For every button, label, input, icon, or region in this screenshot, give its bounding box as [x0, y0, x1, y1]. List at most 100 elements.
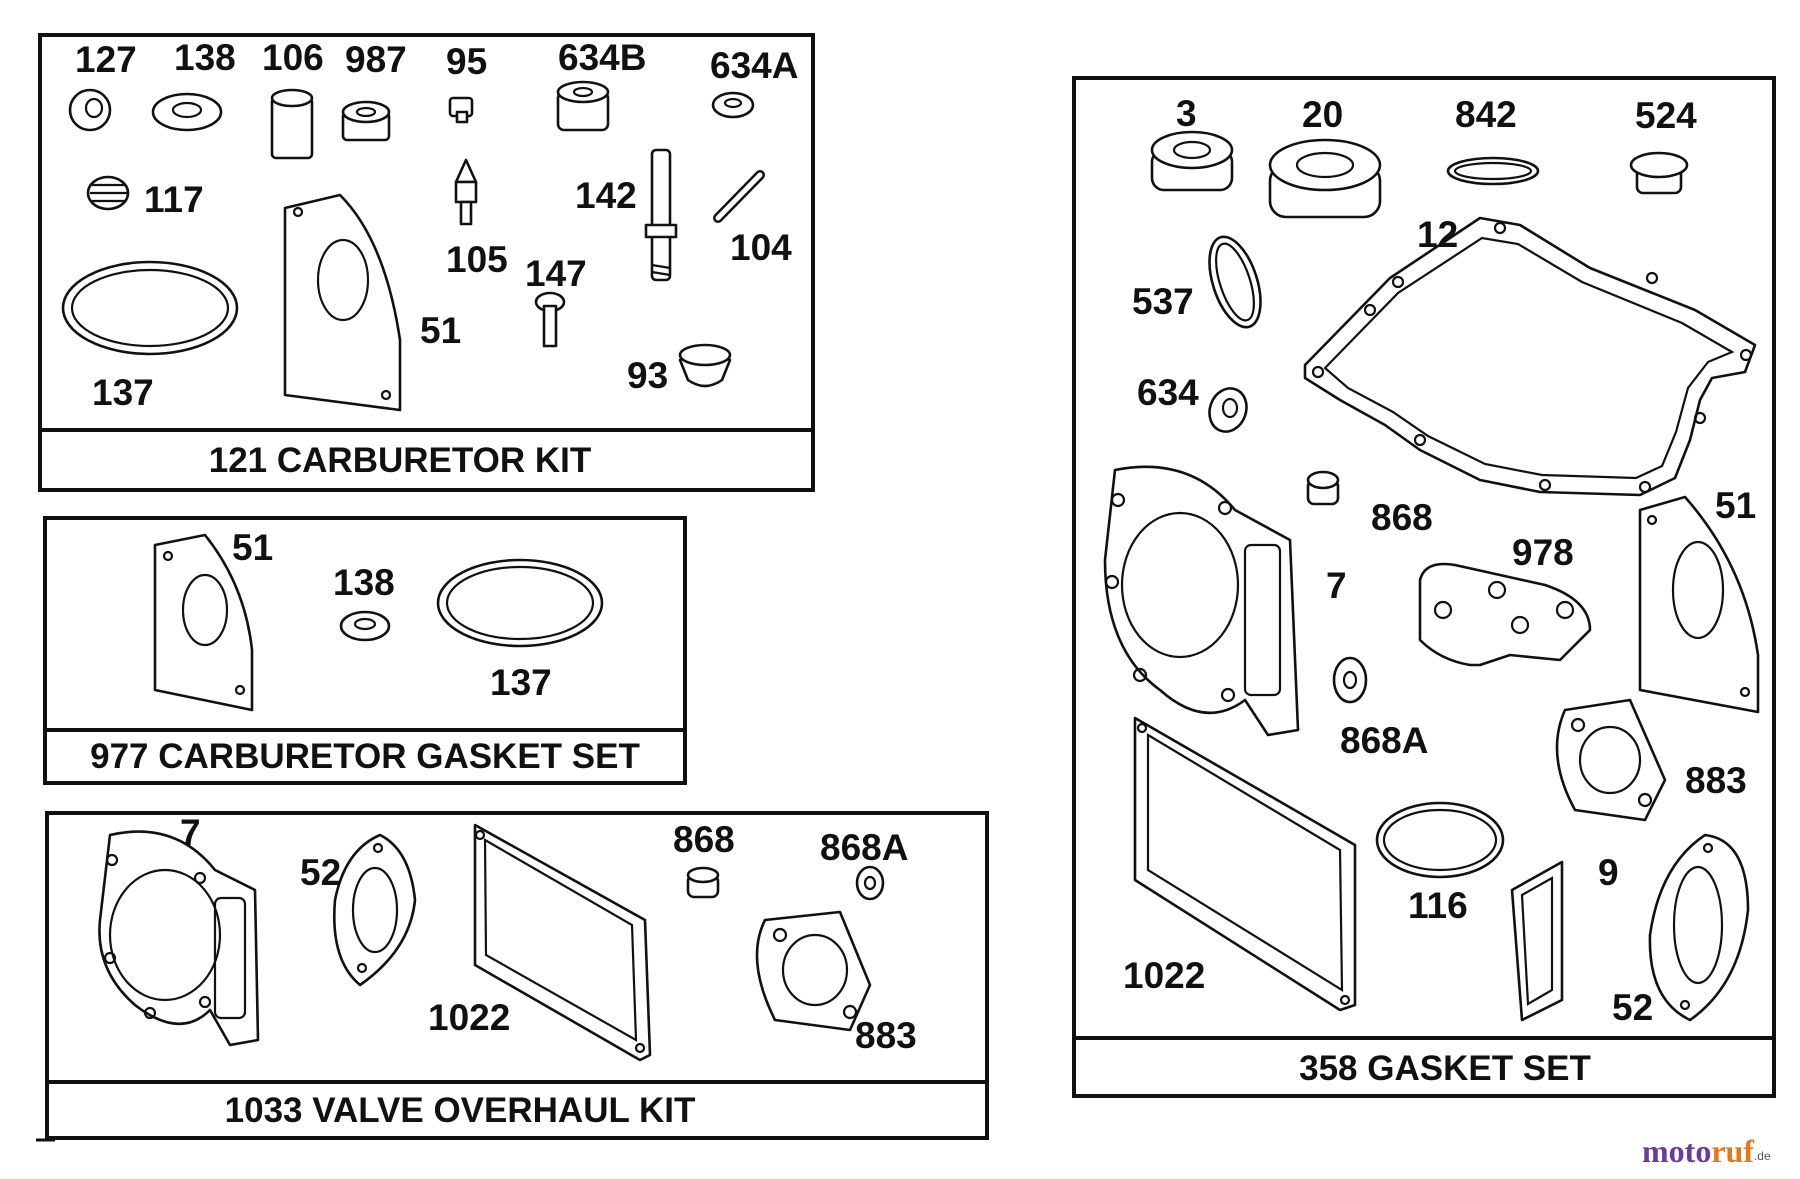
carburetor-kit-frame	[38, 33, 815, 492]
part-95-screw	[448, 96, 474, 124]
valve-overhaul-kit-panel: 1033 VALVE OVERHAUL KIT	[45, 811, 989, 1140]
label-95: 95	[446, 41, 487, 82]
label-52: 52	[300, 852, 341, 893]
part-634-seal	[1208, 387, 1248, 433]
part-1022-cover-gasket	[1133, 716, 1357, 1012]
label-51: 51	[1715, 485, 1756, 526]
label-537: 537	[1132, 281, 1194, 322]
carburetor-gasket-set-frame	[43, 516, 687, 785]
part-117-spring	[86, 175, 130, 211]
gasket-set-frame	[1072, 76, 1776, 1098]
label-138: 138	[333, 562, 395, 603]
gasket-set-panel: 358 GASKET SET	[1072, 76, 1776, 1098]
carburetor-kit-title: 121 CARBURETOR KIT	[209, 441, 591, 480]
part-12-crankcase-gasket	[1303, 216, 1757, 497]
part-868a-washer	[1332, 656, 1368, 704]
part-868-valve-seal	[1306, 470, 1340, 506]
label-524: 524	[1635, 95, 1697, 136]
label-883: 883	[855, 1015, 917, 1056]
part-868-valve-seal	[686, 866, 720, 899]
part-137-oring	[61, 260, 239, 356]
label-116: 116	[1408, 885, 1468, 926]
part-127-washer	[68, 88, 112, 132]
valve-overhaul-kit-title: 1033 VALVE OVERHAUL KIT	[225, 1091, 696, 1130]
watermark-part2: ruf	[1711, 1133, 1754, 1169]
part-52-gasket	[333, 833, 417, 987]
label-634a: 634A	[710, 45, 798, 86]
label-93: 93	[627, 355, 668, 396]
part-3-oil-seal	[1150, 130, 1234, 192]
label-52: 52	[1612, 987, 1653, 1028]
label-987: 987	[345, 39, 407, 80]
part-106-bushing	[270, 88, 314, 160]
label-868a: 868A	[820, 827, 908, 868]
part-537-oring	[1208, 235, 1262, 329]
part-20-oil-seal	[1268, 138, 1382, 219]
label-9: 9	[1598, 852, 1619, 893]
carburetor-gasket-set-title: 977 CARBURETOR GASKET SET	[90, 737, 640, 776]
part-138-ring	[151, 92, 223, 132]
part-104-pin	[713, 170, 765, 223]
label-104: 104	[730, 227, 792, 268]
label-12: 12	[1417, 214, 1458, 255]
gasket-set-title: 358 GASKET SET	[1299, 1049, 1591, 1088]
label-106: 106	[262, 37, 324, 78]
label-868a: 868A	[1340, 720, 1428, 761]
label-1022: 1022	[1123, 955, 1205, 996]
part-883-gasket	[755, 910, 872, 1032]
part-142-nozzle	[644, 148, 678, 282]
part-634a-washer	[711, 91, 755, 119]
label-883: 883	[1685, 760, 1747, 801]
part-51-gasket-plate	[283, 193, 402, 412]
label-7: 7	[1326, 565, 1347, 606]
label-842: 842	[1455, 94, 1517, 135]
part-147-screw	[534, 291, 566, 348]
label-3: 3	[1176, 93, 1197, 134]
watermark-part1: moto	[1642, 1133, 1711, 1169]
part-93-cap	[678, 343, 732, 388]
label-51: 51	[232, 527, 273, 568]
part-137-oring	[436, 558, 604, 648]
label-137: 137	[490, 662, 552, 703]
label-147: 147	[525, 253, 587, 294]
label-127: 127	[75, 39, 137, 80]
label-138: 138	[174, 37, 236, 78]
carburetor-gasket-set-panel: 977 CARBURETOR GASKET SET 51 138 137	[43, 516, 687, 785]
part-51-gasket-plate	[153, 533, 254, 712]
label-20: 20	[1302, 94, 1343, 135]
part-51-gasket-plate	[1638, 495, 1760, 714]
part-978-bracket	[1418, 562, 1592, 667]
part-116-oring	[1375, 801, 1505, 879]
label-105: 105	[446, 239, 508, 280]
label-868: 868	[1371, 497, 1433, 538]
part-842-oring	[1446, 156, 1540, 186]
part-634b-seal	[556, 80, 610, 132]
part-883-gasket	[1555, 698, 1667, 822]
label-51: 51	[420, 310, 461, 351]
part-52-gasket	[1648, 833, 1750, 1022]
part-524-plug	[1629, 151, 1689, 195]
carburetor-kit-panel: 121 CARBURETOR KIT	[38, 33, 815, 492]
part-868a-washer	[855, 865, 885, 901]
valve-overhaul-kit-frame	[45, 811, 989, 1140]
part-138-ring	[339, 610, 391, 642]
label-634b: 634B	[558, 37, 646, 78]
label-7: 7	[180, 812, 201, 853]
label-634: 634	[1137, 372, 1199, 413]
part-987-seal	[341, 100, 391, 142]
label-868: 868	[673, 819, 735, 860]
label-978: 978	[1512, 532, 1574, 573]
label-142: 142	[575, 175, 637, 216]
part-9-breather-gasket	[1510, 860, 1564, 1022]
watermark-logo: motoruf.de	[1642, 1133, 1771, 1169]
part-7-head-gasket	[1103, 465, 1300, 737]
watermark-suffix: .de	[1754, 1149, 1771, 1163]
part-7-head-gasket	[98, 830, 260, 1047]
part-1022-cover-gasket	[473, 823, 652, 1062]
label-137: 137	[92, 372, 154, 413]
label-117: 117	[144, 179, 204, 220]
label-1022: 1022	[428, 997, 510, 1038]
part-105-needle	[454, 158, 478, 226]
watermark-text: motoruf.de	[1642, 1133, 1771, 1169]
